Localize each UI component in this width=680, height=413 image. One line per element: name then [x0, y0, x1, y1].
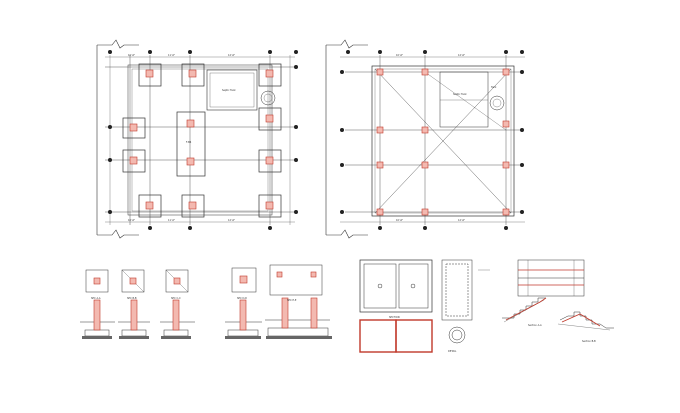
- slab-columns: [376, 68, 510, 216]
- stair-rebar: [505, 269, 601, 327]
- slab-plan: [325, 39, 525, 239]
- tank-section: [359, 319, 433, 353]
- tank-titles: SECTION DETAIL: [389, 316, 457, 353]
- dim-bottom-2: 11'-0": [168, 219, 175, 222]
- slab-grid-bubbles: [340, 50, 524, 230]
- footing-detail-columns: [93, 277, 181, 331]
- footing-title-3: SEC C-C: [171, 297, 181, 300]
- footing-label: F-B4: [186, 141, 192, 144]
- slab-dim-bottom-2: 12'-6": [458, 219, 465, 222]
- tank-details: [359, 259, 490, 344]
- dim-top-3: 12'-6": [228, 54, 235, 57]
- slab-tank-label: Septic Tank: [453, 93, 467, 96]
- dim-top-2: 11'-0": [168, 54, 175, 57]
- slab-dim-top-2: 12'-6": [458, 54, 465, 57]
- wall-title-2: SEC E-E: [287, 299, 297, 302]
- stair-details: [502, 259, 614, 331]
- footing-title-2: SEC B-B: [127, 297, 137, 300]
- dim-bottom-1: 10'-6": [128, 219, 135, 222]
- stair-title-1: Section A-A: [528, 324, 542, 327]
- footing-ground: [82, 336, 191, 339]
- stair-titles: Section A-A Section B-B: [528, 324, 596, 343]
- foundation-columns: [129, 69, 274, 210]
- footing-titles: SEC A-A SEC B-B SEC C-C: [91, 297, 181, 300]
- wall-title-1: SEC D-D: [237, 297, 247, 300]
- foundation-grid-bubbles: [108, 50, 298, 230]
- tank-title-2: DETAIL: [448, 350, 457, 353]
- slab-dim-top-1: 10'-6": [396, 54, 403, 57]
- septic-tank-label: Septic Tank: [222, 89, 236, 92]
- dim-top-1: 10'-6": [128, 54, 135, 57]
- wall-ground: [225, 336, 332, 339]
- wall-titles: SEC D-D SEC E-E: [237, 297, 297, 302]
- stair-title-2: Section B-B: [582, 340, 596, 343]
- dim-bottom-3: 12'-6": [228, 219, 235, 222]
- slab-tank2-label: Tank: [491, 86, 497, 89]
- foundation-labels: 10'-6" 11'-0" 12'-6" 10'-6" 11'-0" 12'-6…: [128, 54, 236, 222]
- wall-detail-columns: [239, 271, 318, 331]
- tank-title-1: SECTION: [389, 316, 400, 319]
- slab-dim-bottom-1: 10'-6": [396, 219, 403, 222]
- slab-labels: 10'-6" 12'-6" 10'-6" 12'-6" Septic Tank …: [396, 54, 497, 222]
- footing-title-1: SEC A-A: [91, 297, 101, 300]
